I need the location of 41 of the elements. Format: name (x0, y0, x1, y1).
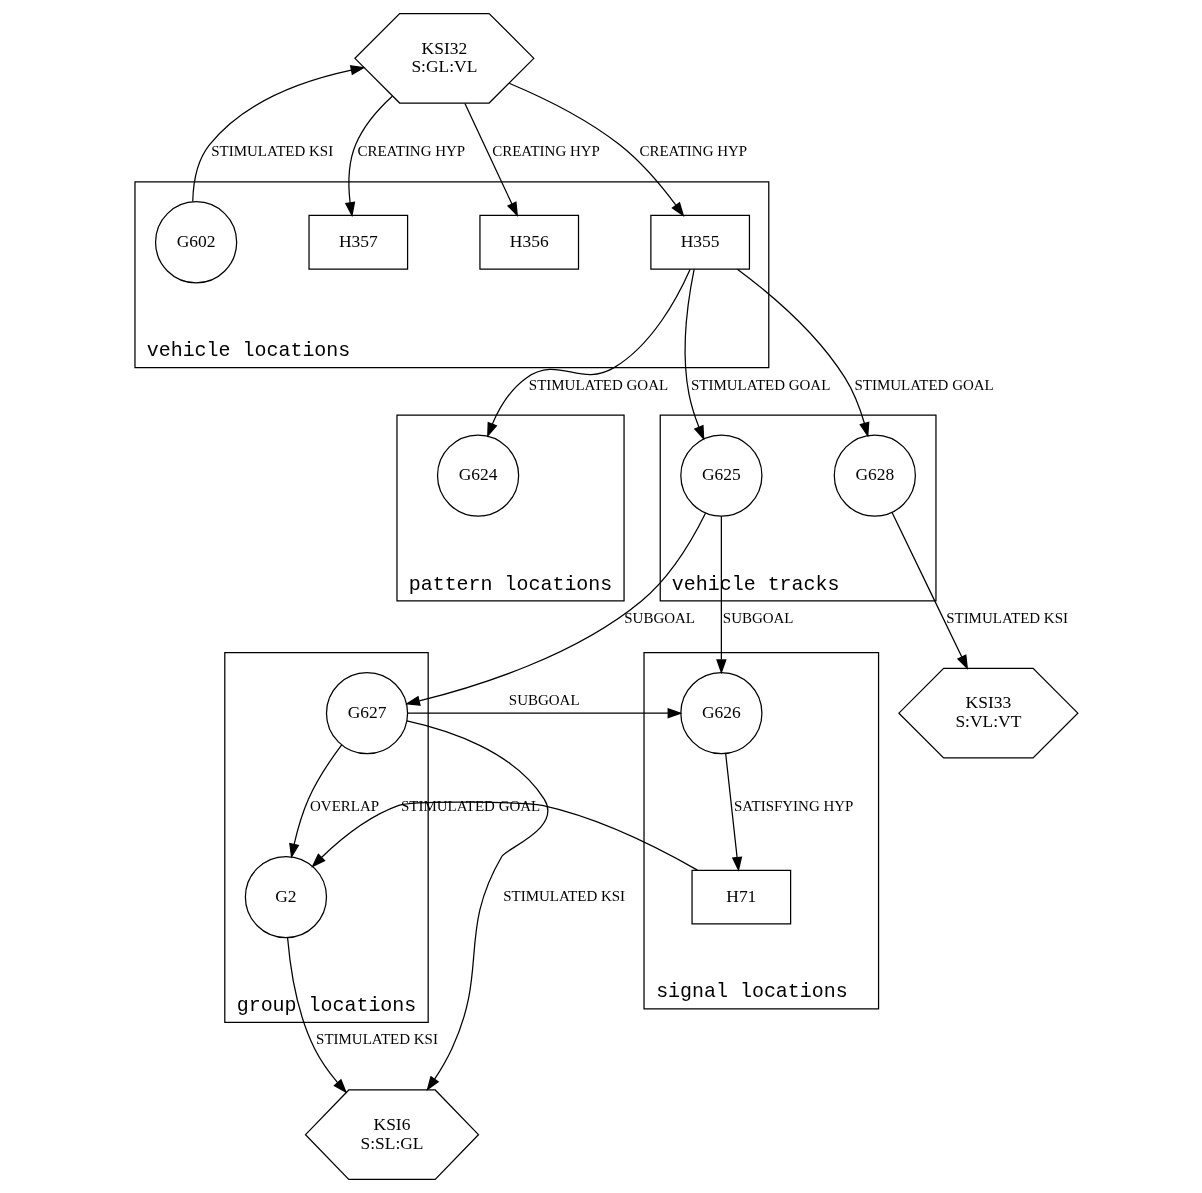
node-circle: G627 (325, 672, 408, 755)
edge-label: CREATING HYP (638, 143, 747, 160)
node-box: H71 (690, 869, 791, 925)
edge-label: STIMULATED KSI (945, 609, 1068, 626)
arrow (736, 268, 869, 438)
edge-label: STIMULATED KSI (315, 1031, 438, 1048)
arrow (344, 95, 393, 218)
edge-label: CREATING HYP (356, 143, 465, 160)
node-circle: G602 (154, 201, 237, 284)
edge-label: SUBGOAL (508, 692, 580, 709)
edge-label: CREATING HYP (491, 143, 600, 160)
arrow (508, 82, 684, 217)
edge-label: STIMULATED GOAL (690, 376, 830, 393)
arrow (463, 102, 518, 218)
edge-label: SATISFYING HYP (733, 798, 853, 815)
arrow (404, 512, 706, 706)
arrow (286, 937, 347, 1094)
edge-label: STIMULATED GOAL (853, 376, 994, 393)
edge-label: STIMULATED KSI (210, 143, 333, 160)
node-box: H355 (649, 214, 750, 270)
arrow (310, 801, 698, 871)
arrow (890, 511, 968, 670)
arrow (715, 515, 727, 675)
arrow (288, 744, 342, 859)
node-box: H357 (307, 214, 408, 270)
node-circle: G626 (679, 672, 763, 755)
arrow (191, 65, 366, 203)
node-box: H356 (478, 214, 579, 270)
arrow (684, 268, 704, 441)
edge-label: STIMULATED KSI (502, 887, 625, 904)
edge-label: STIMULATED GOAL (528, 376, 668, 393)
edge-label: SUBGOAL (623, 609, 695, 626)
edge-label: OVERLAP (309, 798, 379, 815)
arrow (486, 268, 691, 438)
arrow (724, 753, 742, 872)
node-circle: G625 (679, 434, 763, 517)
node-circle: G624 (436, 434, 519, 517)
arrow (406, 707, 683, 719)
node-circle: G628 (833, 434, 916, 517)
arrow (405, 720, 548, 1092)
edge-label: SUBGOAL (722, 609, 794, 626)
